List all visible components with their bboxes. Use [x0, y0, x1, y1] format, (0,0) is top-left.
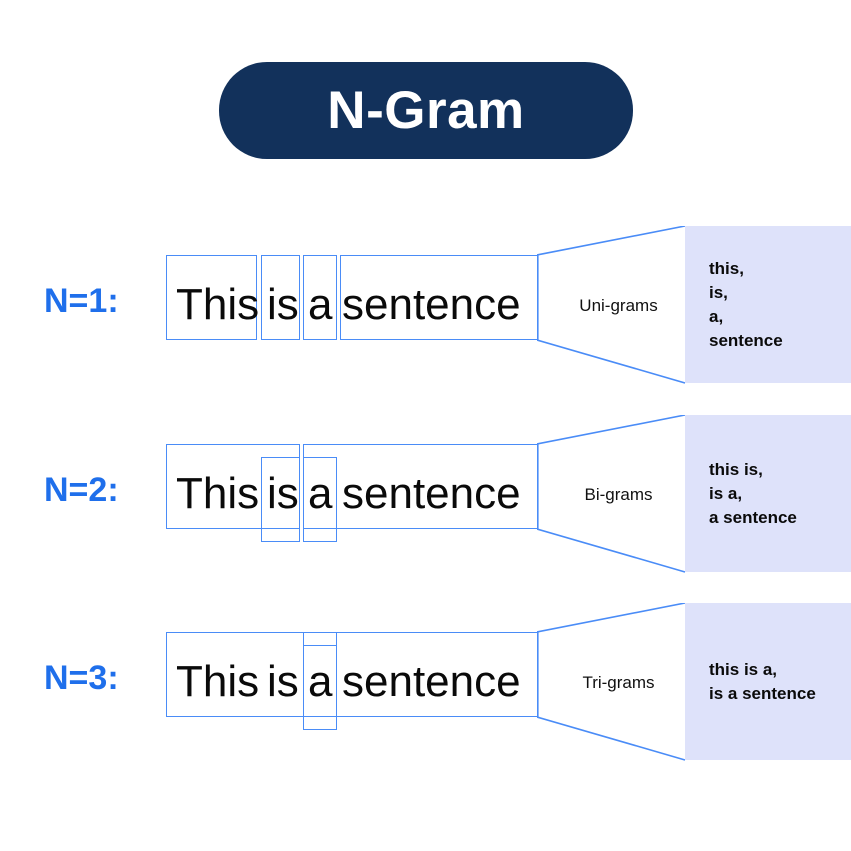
- output-line: this is a,: [709, 659, 778, 679]
- funnel-n1: Uni-grams: [537, 226, 686, 386]
- word-this: This: [176, 280, 260, 329]
- funnel-label-trigrams: Tri-grams: [582, 673, 655, 692]
- output-line: is a,: [709, 483, 743, 503]
- word-is: is: [267, 469, 299, 518]
- output-line: this,: [709, 258, 744, 278]
- word-sentence: sentence: [342, 280, 521, 329]
- gram-box-a: [303, 255, 337, 340]
- gram-box-this: [166, 255, 257, 340]
- output-line: is,: [709, 282, 728, 302]
- sentence-area-n2: This is a sentence: [166, 415, 538, 575]
- title-badge: N-Gram: [219, 62, 633, 159]
- output-panel-trigrams: this is a, is a sentence: [685, 603, 851, 760]
- gram-box-is-offset: [261, 457, 300, 542]
- word-is: is: [267, 657, 299, 706]
- ngram-row-trigram: N=3: This is a sentence Tri-grams this i…: [0, 603, 851, 763]
- output-line: a sentence: [709, 507, 797, 527]
- funnel-n2: Bi-grams: [537, 415, 686, 575]
- output-line: this is,: [709, 459, 763, 479]
- row-label-n3: N=3:: [44, 659, 119, 697]
- row-label-n2: N=2:: [44, 471, 119, 509]
- funnel-shape-icon: [537, 603, 686, 761]
- funnel-label-bigrams: Bi-grams: [584, 485, 653, 504]
- gram-box-a-offset: [303, 457, 337, 542]
- output-line: sentence: [709, 330, 783, 350]
- word-this: This: [176, 657, 260, 706]
- funnel-shape-icon: [537, 415, 686, 573]
- page-title: N-Gram: [327, 81, 525, 140]
- gram-box-is: [261, 255, 300, 340]
- output-line: is a sentence: [709, 683, 816, 703]
- word-a: a: [308, 469, 333, 518]
- word-a: a: [308, 657, 333, 706]
- funnel-n3: Tri-grams: [537, 603, 686, 763]
- sentence-area-n1: This is a sentence: [166, 226, 538, 386]
- output-line: a,: [709, 306, 724, 326]
- funnel-shape-icon: [537, 226, 686, 384]
- word-a: a: [308, 280, 333, 329]
- ngram-row-bigram: N=2: This is a sentence Bi-grams this is…: [0, 415, 851, 575]
- funnel-label-unigrams: Uni-grams: [579, 296, 658, 315]
- word-sentence: sentence: [342, 657, 521, 706]
- word-is: is: [267, 280, 299, 329]
- output-panel-bigrams: this is, is a, a sentence: [685, 415, 851, 572]
- word-this: This: [176, 469, 260, 518]
- sentence-area-n3: This is a sentence: [166, 603, 538, 763]
- output-panel-unigrams: this, is, a, sentence: [685, 226, 851, 383]
- ngram-row-unigram: N=1: This is a sentence Uni-grams this, …: [0, 226, 851, 386]
- word-sentence: sentence: [342, 469, 521, 518]
- row-label-n1: N=1:: [44, 282, 119, 320]
